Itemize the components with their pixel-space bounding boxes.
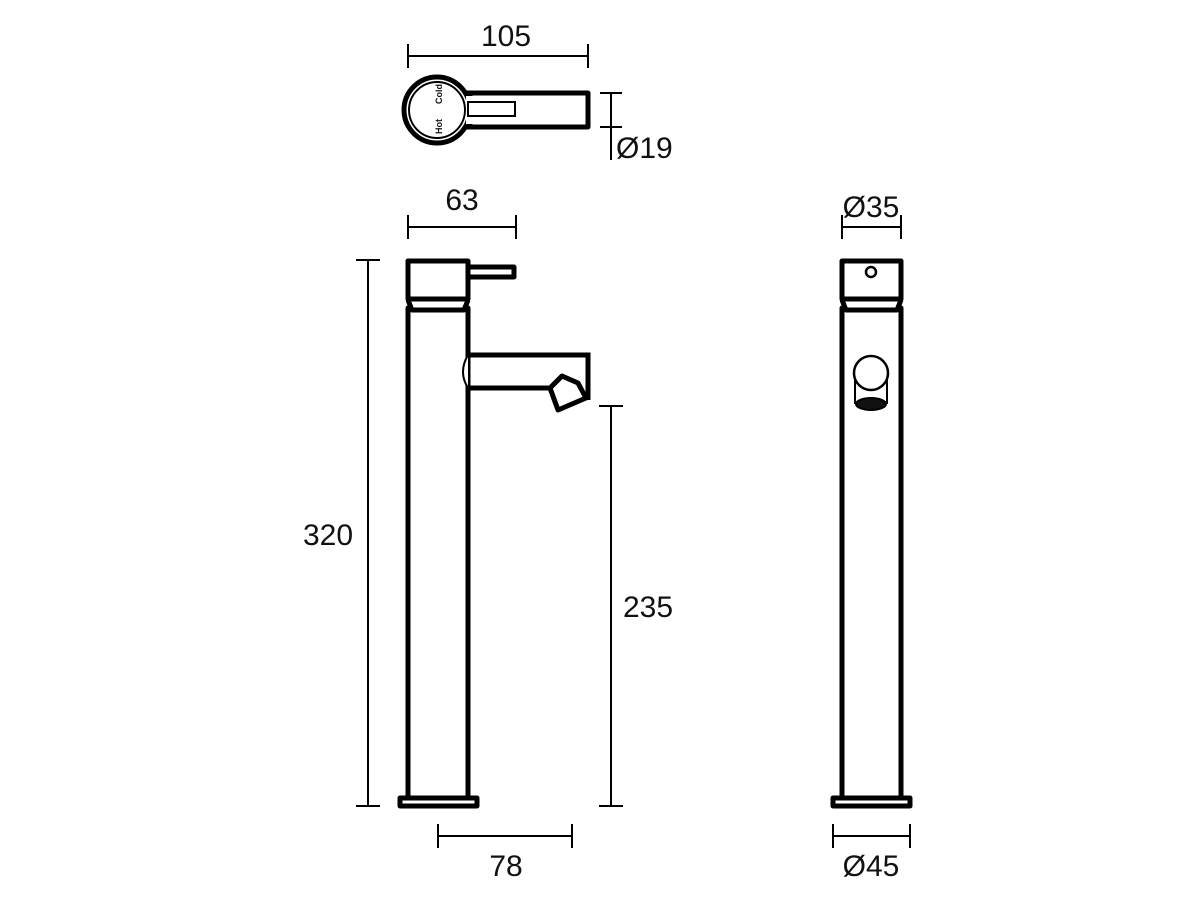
dimension-235: 235	[599, 405, 673, 807]
hot-label: Hot	[434, 119, 444, 134]
dimension-105: 105	[407, 20, 589, 68]
dim-label-235: 235	[623, 591, 673, 624]
dim-label-d35: Ø35	[843, 191, 900, 224]
dim-label-d45: Ø45	[843, 850, 900, 883]
front-view: 63 320 235	[303, 184, 673, 883]
side-view: Ø35 Ø45	[830, 191, 913, 883]
dim-label-63: 63	[445, 184, 478, 217]
cold-label: Cold	[434, 84, 444, 104]
dim-label-d19: Ø19	[616, 132, 673, 165]
dimension-78: 78	[437, 824, 573, 883]
dim-label-78: 78	[489, 850, 522, 883]
dim-label-105: 105	[481, 20, 531, 53]
top-view: 105 Cold Hot Ø19	[401, 20, 673, 165]
dimension-d35: Ø35	[841, 191, 902, 239]
dimension-320: 320	[303, 259, 380, 807]
dimension-d45: Ø45	[832, 824, 911, 883]
dimension-d19: Ø19	[600, 92, 673, 165]
dimension-63: 63	[407, 184, 517, 239]
dim-label-320: 320	[303, 519, 353, 552]
